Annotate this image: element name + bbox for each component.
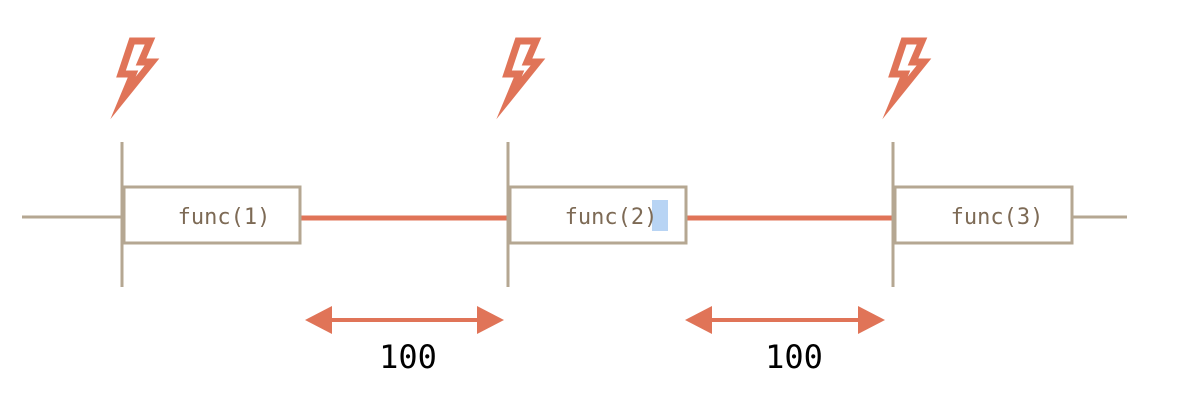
func-call-box-3 — [893, 185, 1074, 245]
lightning-icon — [893, 41, 924, 98]
lightning-icon — [507, 41, 538, 98]
delay-arrow-1 — [305, 306, 504, 334]
delay-arrow-2 — [685, 306, 885, 334]
func-call-label-2: func(2) — [565, 205, 658, 230]
func-call-label-2-selected: ) — [644, 205, 657, 230]
lightning-icon — [121, 41, 152, 98]
delay-label-2: 100 — [765, 338, 823, 376]
func-call-box-1 — [122, 185, 302, 245]
func-call-label-3: func(3) — [951, 205, 1044, 230]
func-call-label-2-text: func(2 — [565, 205, 644, 230]
delay-label-1: 100 — [379, 338, 437, 376]
text-selection-highlight — [652, 200, 668, 231]
func-call-label-1: func(1) — [178, 205, 271, 230]
